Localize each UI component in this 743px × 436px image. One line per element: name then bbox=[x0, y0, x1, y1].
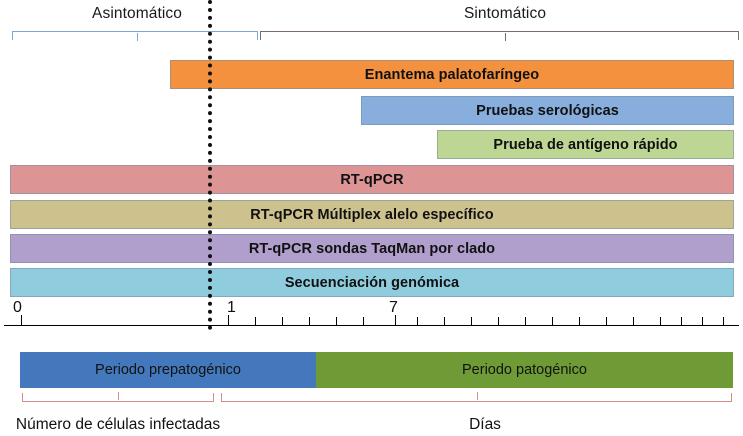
bracket-asintomatico bbox=[12, 31, 258, 41]
symptom-onset-divider bbox=[208, 0, 212, 330]
period-bar-prepatogenico: Periodo prepatogénico bbox=[20, 352, 316, 388]
axis-tick bbox=[336, 317, 337, 326]
axis-tick bbox=[702, 317, 703, 326]
phase-label-sintomatico: Sintomático bbox=[463, 5, 547, 22]
period-bar-label: Periodo prepatogénico bbox=[95, 362, 241, 378]
test-bar-label: Pruebas serológicas bbox=[476, 102, 619, 119]
test-bar-label: Prueba de antígeno rápido bbox=[493, 136, 678, 153]
test-bar-label: Secuenciación genómica bbox=[284, 274, 460, 291]
test-bar-label: Enantema palatofaríngeo bbox=[364, 66, 540, 83]
test-bar-label: RT-qPCR Múltiplex alelo específico bbox=[250, 206, 494, 223]
axis-tick bbox=[444, 317, 445, 326]
time-axis-line bbox=[4, 325, 739, 326]
test-bar-label: RT-qPCR bbox=[340, 171, 404, 188]
axis-tick bbox=[606, 317, 607, 326]
axis-tick-1 bbox=[228, 315, 229, 326]
axis-tick bbox=[660, 317, 661, 326]
bracket-dias bbox=[221, 392, 732, 402]
test-bar-label: RT-qPCR sondas TaqMan por clado bbox=[248, 240, 496, 257]
axis-tick bbox=[309, 317, 310, 326]
axis-tick-0 bbox=[21, 315, 22, 326]
axis-tick-7 bbox=[395, 315, 396, 326]
axis-tick bbox=[681, 317, 682, 326]
axis-tick bbox=[255, 317, 256, 326]
caption-dias: Días bbox=[469, 416, 501, 433]
axis-tick bbox=[525, 317, 526, 326]
axis-tick bbox=[282, 317, 283, 326]
axis-label-0: 0 bbox=[13, 299, 22, 316]
test-bar-antigeno-rapido: Prueba de antígeno rápido bbox=[437, 130, 734, 159]
period-bar-patogenico: Periodo patogénico bbox=[316, 352, 733, 388]
caption-celulas-infectadas: Número de células infectadas bbox=[15, 416, 221, 433]
axis-tick bbox=[552, 317, 553, 326]
test-bar-serologicas: Pruebas serológicas bbox=[361, 96, 734, 125]
axis-label-7: 7 bbox=[389, 299, 398, 316]
axis-tick bbox=[417, 317, 418, 326]
axis-tick bbox=[633, 317, 634, 326]
axis-tick bbox=[723, 317, 724, 326]
test-bar-rt-qpcr-taqman: RT-qPCR sondas TaqMan por clado bbox=[10, 234, 734, 263]
axis-tick bbox=[471, 317, 472, 326]
axis-tick bbox=[363, 317, 364, 326]
test-bar-enantema: Enantema palatofaríngeo bbox=[170, 60, 734, 89]
bracket-sintomatico bbox=[260, 31, 739, 41]
phase-label-asintomatico: Asintomático bbox=[92, 5, 182, 22]
axis-tick bbox=[579, 317, 580, 326]
period-bar-label: Periodo patogénico bbox=[462, 362, 587, 378]
test-bar-rt-qpcr: RT-qPCR bbox=[10, 165, 734, 194]
test-bar-rt-qpcr-multiplex: RT-qPCR Múltiplex alelo específico bbox=[10, 200, 734, 229]
axis-label-1: 1 bbox=[227, 299, 236, 316]
axis-tick bbox=[498, 317, 499, 326]
test-bar-secuenciacion: Secuenciación genómica bbox=[10, 268, 734, 297]
bracket-celulas-infectadas bbox=[22, 392, 214, 402]
